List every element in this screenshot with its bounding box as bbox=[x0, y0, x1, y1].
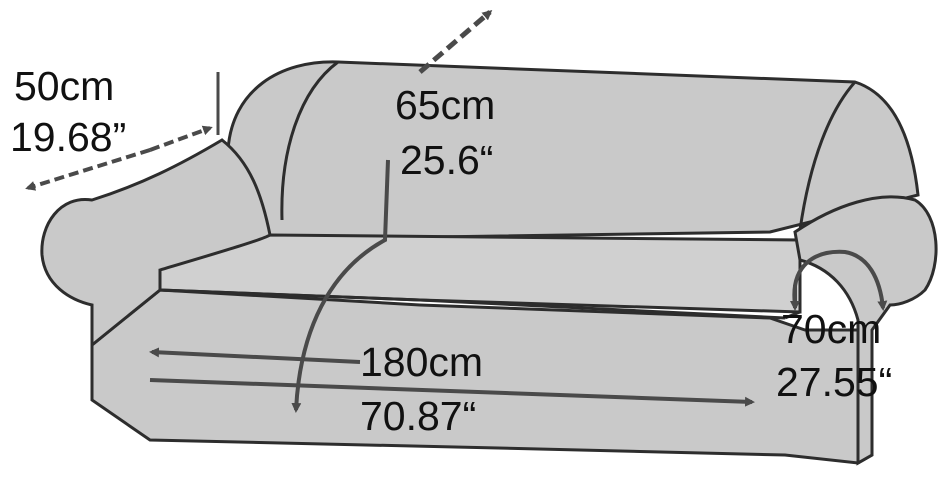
seat-width-imperial-label: 70.87“ bbox=[360, 393, 477, 439]
seat-front-edge bbox=[159, 288, 786, 320]
sofa-backrest bbox=[226, 60, 920, 240]
arm-depth-imperial-label: 19.68” bbox=[10, 114, 127, 160]
seat-width-arrow-right bbox=[149, 378, 755, 407]
seat-width-metric-label: 180cm bbox=[360, 339, 484, 385]
backrest-seam bbox=[280, 60, 339, 221]
sofa-left-arm bbox=[40, 138, 272, 349]
arm-wrap-imperial-label: 27.55“ bbox=[776, 359, 893, 405]
arm-wrap-metric-label: 70cm bbox=[781, 306, 882, 352]
arm-depth-arrow-right bbox=[149, 125, 213, 152]
backrest-seam-right bbox=[798, 81, 857, 231]
back-height-imperial-label: 25.6“ bbox=[400, 137, 494, 183]
back-height-arrow-up bbox=[418, 10, 493, 74]
back-height-arrow-down bbox=[291, 159, 390, 413]
seat-width-arrow-left bbox=[149, 347, 361, 364]
arm-depth-arrow-left bbox=[25, 148, 151, 191]
back-height-metric-label: 65cm bbox=[395, 82, 496, 128]
sofa-right-arm bbox=[793, 195, 938, 466]
right-arm-inner bbox=[784, 260, 802, 320]
arm-depth-metric-label: 50cm bbox=[14, 63, 115, 109]
arm-wrap-arrow bbox=[792, 249, 888, 311]
